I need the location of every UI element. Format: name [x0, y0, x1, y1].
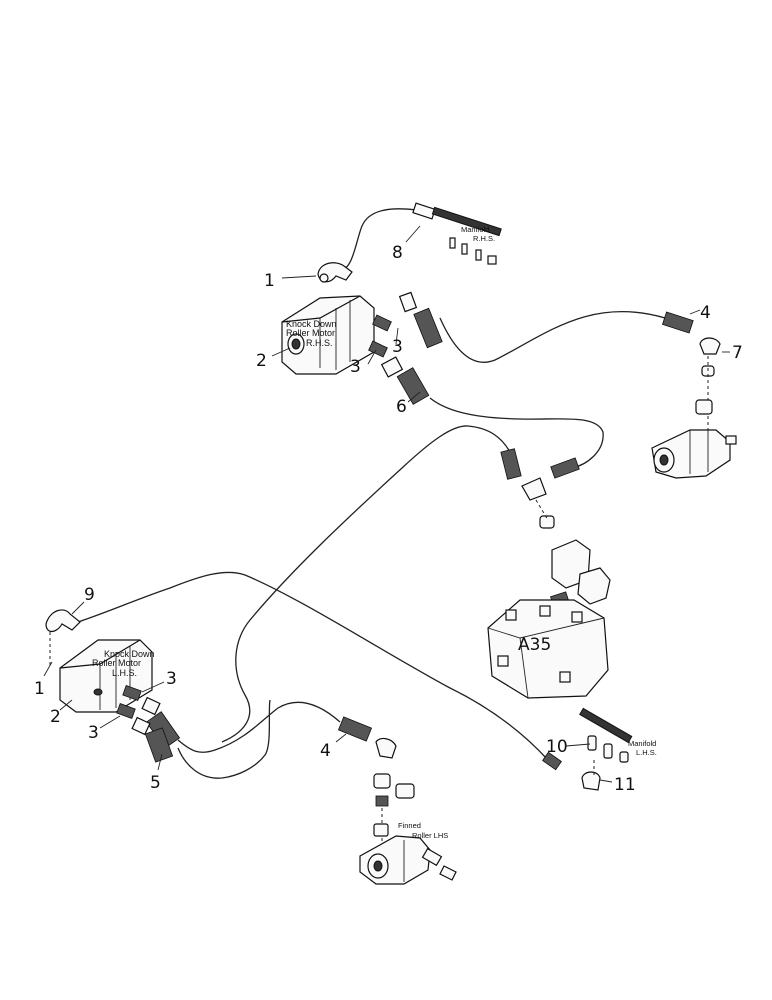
callout-3-bottom-a: 3 [166, 669, 177, 689]
callout-4-top: 4 [700, 303, 711, 323]
fitting-1-top [317, 262, 353, 283]
hose-ends-5 [131, 696, 181, 763]
callout-5: 5 [150, 773, 161, 793]
hose-end-6 [380, 356, 430, 405]
callout-3-bottom-b: 3 [88, 723, 99, 743]
callout-4-bottom: 4 [320, 741, 331, 761]
hose-end-4-bottom [337, 716, 397, 759]
leader-lines [43, 225, 730, 783]
motor-rhs: Knock Down Roller Motor R.H.S. [281, 295, 375, 375]
hose-ends-valve [500, 448, 580, 529]
motor-rhs-label-2: Roller Motor [286, 328, 335, 338]
callout-2-top: 2 [256, 351, 267, 371]
motor-lhs-label-1: Knock Down [104, 649, 155, 659]
motor-right [651, 429, 737, 479]
motor-finned-roller: Finned Roller LHS [359, 821, 457, 885]
hose-cross [221, 425, 511, 743]
motor-rhs-label-1: Knock Down [286, 319, 337, 329]
hose-5 [177, 699, 271, 779]
hose-end-4-right [662, 311, 694, 334]
motor-rhs-label-3: R.H.S. [306, 338, 333, 348]
manifold-rhs-label-2: R.H.S. [473, 234, 495, 243]
manifold-rhs-label-1: Manifold [461, 225, 489, 234]
callout-2-bottom: 2 [50, 707, 61, 727]
callout-3-top-a: 3 [392, 337, 403, 357]
callout-11: 11 [614, 775, 636, 795]
callout-9: 9 [84, 585, 95, 605]
hose-6 [429, 397, 604, 469]
valve-label: A35 [518, 635, 551, 655]
valve-block-upper [550, 539, 611, 609]
callout-1-bottom: 1 [34, 679, 45, 699]
fittings-3-bottom [116, 685, 142, 719]
callout-8: 8 [392, 243, 403, 263]
hose-4-top [439, 310, 666, 363]
callout-3-top-b: 3 [350, 357, 361, 377]
motor-lhs-label-3: L.H.S. [112, 668, 137, 678]
callout-1-top: 1 [264, 271, 275, 291]
manifold-lhs-label-1: Manifold [628, 739, 656, 748]
manifold-lhs-label-2: L.H.S. [636, 748, 657, 757]
manifold-rhs: Manifold R.H.S. [412, 202, 502, 265]
elbow-7 [695, 337, 721, 440]
fittings-3-top [368, 314, 392, 358]
finned-roller-stack [373, 773, 415, 848]
callout-6: 6 [396, 397, 407, 417]
hose-8 [337, 208, 417, 270]
manifold-lhs: Manifold L.H.S. [579, 707, 657, 763]
callout-7: 7 [732, 343, 743, 363]
finned-label-2: Roller LHS [412, 831, 448, 840]
fitting-9 [45, 609, 81, 668]
motor-lhs-label-2: Roller Motor [92, 658, 141, 668]
hose-end-lhs [542, 751, 601, 791]
valve-a35: A35 [487, 599, 609, 699]
hose-9 [77, 571, 549, 761]
hose-end-4-upper [398, 291, 443, 349]
callout-10: 10 [546, 737, 568, 757]
hose-4-bottom [177, 701, 341, 753]
motor-lhs: Knock Down Roller Motor L.H.S. [59, 639, 155, 713]
finned-label-1: Finned [398, 821, 421, 830]
